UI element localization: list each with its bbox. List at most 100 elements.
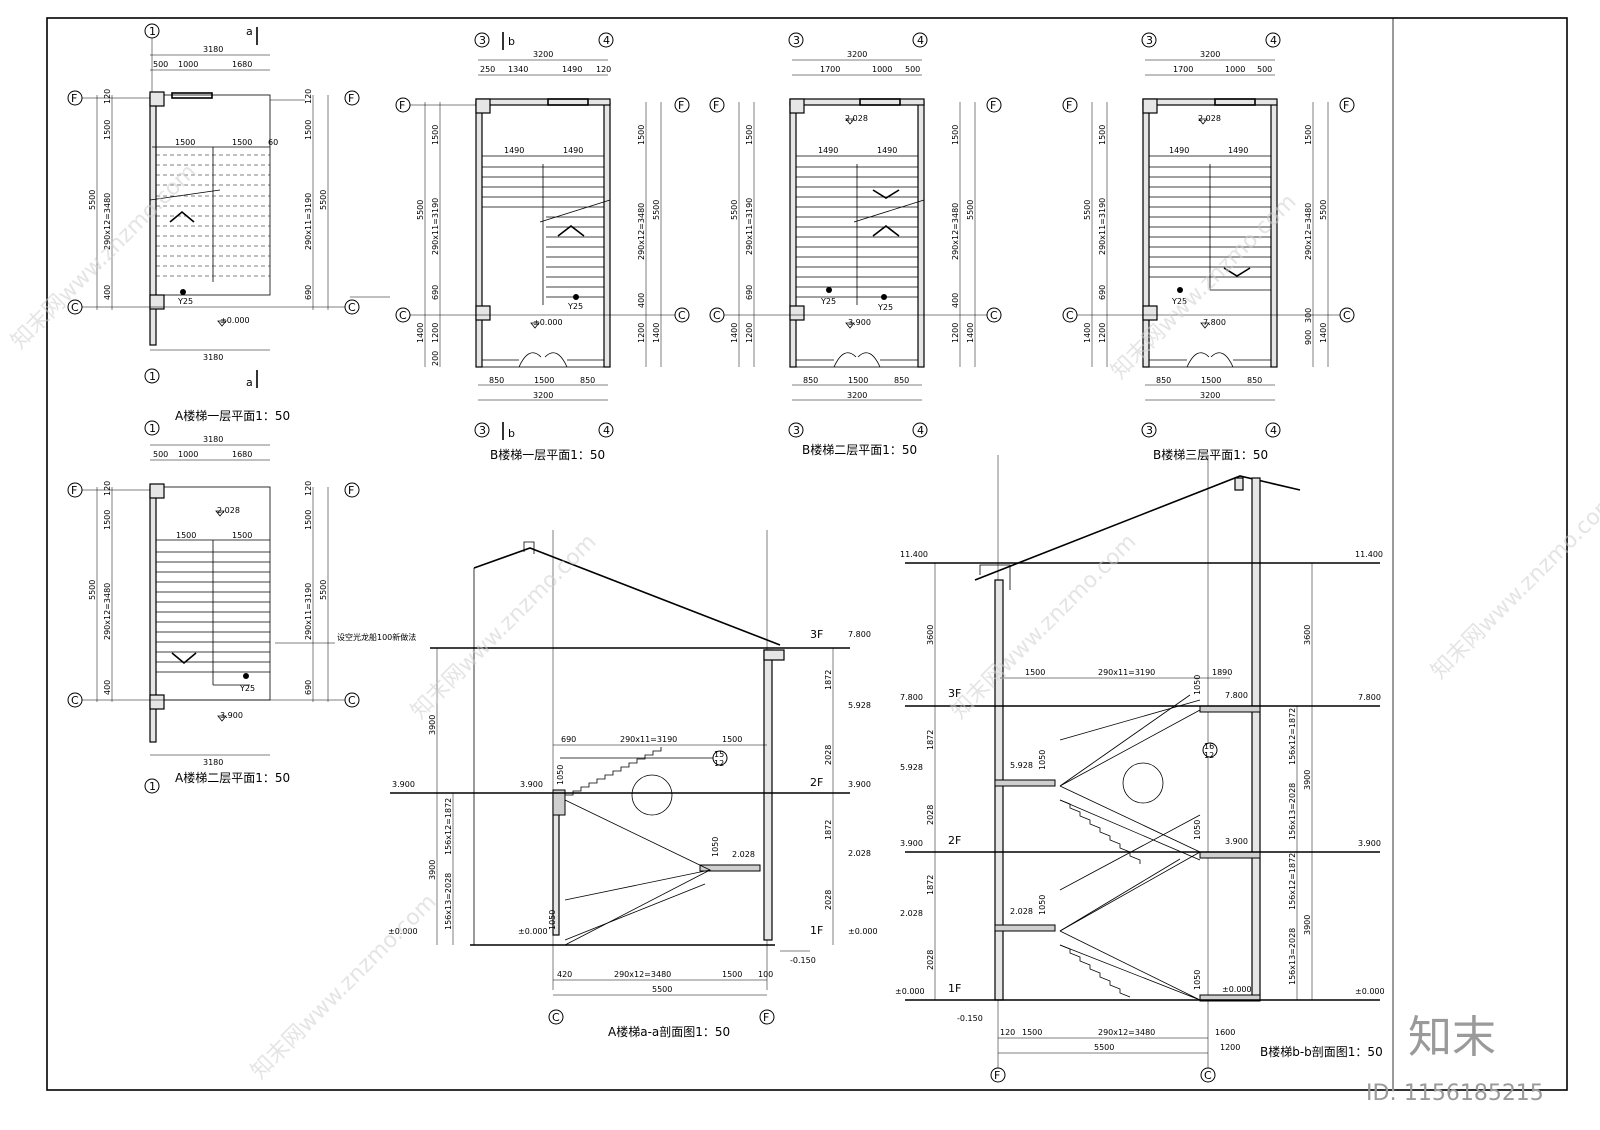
level-mark: ±0.000: [518, 927, 548, 936]
dim: 500: [153, 60, 168, 69]
dim: 1000: [178, 450, 198, 459]
dim: 5500: [1083, 200, 1092, 220]
stair-treads: [156, 154, 270, 277]
dim: 400: [951, 293, 960, 308]
axis-label: 4: [1270, 34, 1277, 47]
dim: 500: [905, 65, 920, 74]
dim: 290x12=3480: [614, 970, 671, 979]
axis-label: F: [678, 99, 684, 112]
drawing-title: B楼梯一层平面1：50: [490, 447, 605, 462]
drawing-title: A楼梯a-a剖面图1：50: [608, 1024, 730, 1039]
dim: 1050: [1038, 750, 1047, 770]
dim: 1700: [1173, 65, 1193, 74]
axis-label: F: [348, 484, 354, 497]
cut-mark: a: [246, 25, 253, 38]
axis-label: C: [399, 309, 407, 322]
dim: 850: [1156, 376, 1171, 385]
dim: 1490: [877, 146, 897, 155]
dim: 690: [745, 285, 754, 300]
dim: 1500: [745, 125, 754, 145]
plan-a-floor2: Y25 2.028 3.900 1500 1500 3180 500 1000 …: [67, 420, 416, 794]
axis-label: 4: [603, 424, 610, 437]
dim: 420: [557, 970, 572, 979]
drain-label: Y25: [239, 684, 255, 693]
arrow-down: [872, 189, 900, 199]
dim: 2028: [926, 950, 935, 970]
dim: 250: [480, 65, 495, 74]
level-mark: 3.900: [220, 711, 243, 720]
dim: 5500: [88, 580, 97, 600]
level-mark: 3.900: [392, 780, 415, 789]
cut-mark: b: [508, 427, 515, 440]
dim: 120: [103, 481, 112, 496]
axis-label: C: [713, 309, 721, 322]
level-mark: 3.900: [900, 839, 923, 848]
dim: 156x12=1872: [1288, 708, 1297, 765]
dim: 1500: [951, 125, 960, 145]
dim: 3180: [203, 353, 223, 362]
dim: 5500: [416, 200, 425, 220]
arrow-up: [557, 224, 585, 237]
level-mark: 7.800: [1358, 693, 1381, 702]
dim: 5500: [88, 190, 97, 210]
axis-label: F: [713, 99, 719, 112]
dim: 1200: [951, 323, 960, 343]
level-mark: ±0.000: [220, 316, 250, 325]
dim: 1872: [824, 820, 833, 840]
watermark: 知末网www.znzmo.com: [1427, 489, 1600, 684]
dim: 900: [1304, 330, 1313, 345]
floor-label: 1F: [810, 924, 823, 937]
level-mark: ±0.000: [1222, 985, 1252, 994]
drawing-title: A楼梯二层平面1：50: [175, 770, 290, 785]
dim: 500: [1257, 65, 1272, 74]
dim: 156x13=2028: [1288, 928, 1297, 985]
axis-label: F: [1343, 99, 1349, 112]
dim: 300: [1304, 308, 1313, 323]
arrow-up: [169, 210, 195, 223]
dim: 1490: [1228, 146, 1248, 155]
axis-label: C: [552, 1011, 560, 1024]
dim: 1490: [504, 146, 524, 155]
dim: 120: [304, 481, 313, 496]
axis-label: 3: [1146, 34, 1153, 47]
dim: 5500: [319, 190, 328, 210]
dim: 1050: [1193, 675, 1202, 695]
dim: 1500: [722, 735, 742, 744]
axis-label: F: [763, 1011, 769, 1024]
dim: 1200: [431, 323, 440, 343]
level-mark: 2.028: [845, 114, 868, 123]
axis-label: 3: [793, 34, 800, 47]
level-mark: 5.928: [900, 763, 923, 772]
dim: 156x12=1872: [444, 798, 453, 855]
plan-b-floor1: Y25 ±0.000 1490 1490 3200 250 1340 1490 …: [395, 32, 690, 462]
dim: 1500: [232, 138, 252, 147]
level-mark: ±0.000: [388, 927, 418, 936]
drain-label: Y25: [567, 302, 583, 311]
dim: 3180: [203, 758, 223, 767]
axis-label: 4: [603, 34, 610, 47]
dim: 290x12=3480: [951, 203, 960, 260]
dim: 3900: [1303, 770, 1312, 790]
dim: 290x12=3480: [103, 193, 112, 250]
level-mark: 5.928: [1010, 761, 1033, 770]
detail-ref: 15: [714, 750, 724, 759]
dim: 1500: [232, 531, 252, 540]
level-mark: 3.900: [520, 780, 543, 789]
dim: 850: [489, 376, 504, 385]
dim: 1500: [1098, 125, 1107, 145]
detail-ref: 16: [1204, 742, 1214, 751]
dim: 1500: [175, 138, 195, 147]
dim: 1400: [730, 323, 739, 343]
dim: 5500: [319, 580, 328, 600]
dim: 290x12=3480: [637, 203, 646, 260]
dim: 690: [431, 285, 440, 300]
dim: 3200: [847, 50, 867, 59]
window: [547, 98, 589, 106]
door-swing: [518, 352, 568, 368]
dim: 500: [153, 450, 168, 459]
stair-flight: [1059, 944, 1131, 998]
floor-label: 2F: [810, 776, 823, 789]
axis-label: 1: [149, 370, 156, 383]
dim: 1500: [176, 531, 196, 540]
dim: 1500: [1201, 376, 1221, 385]
